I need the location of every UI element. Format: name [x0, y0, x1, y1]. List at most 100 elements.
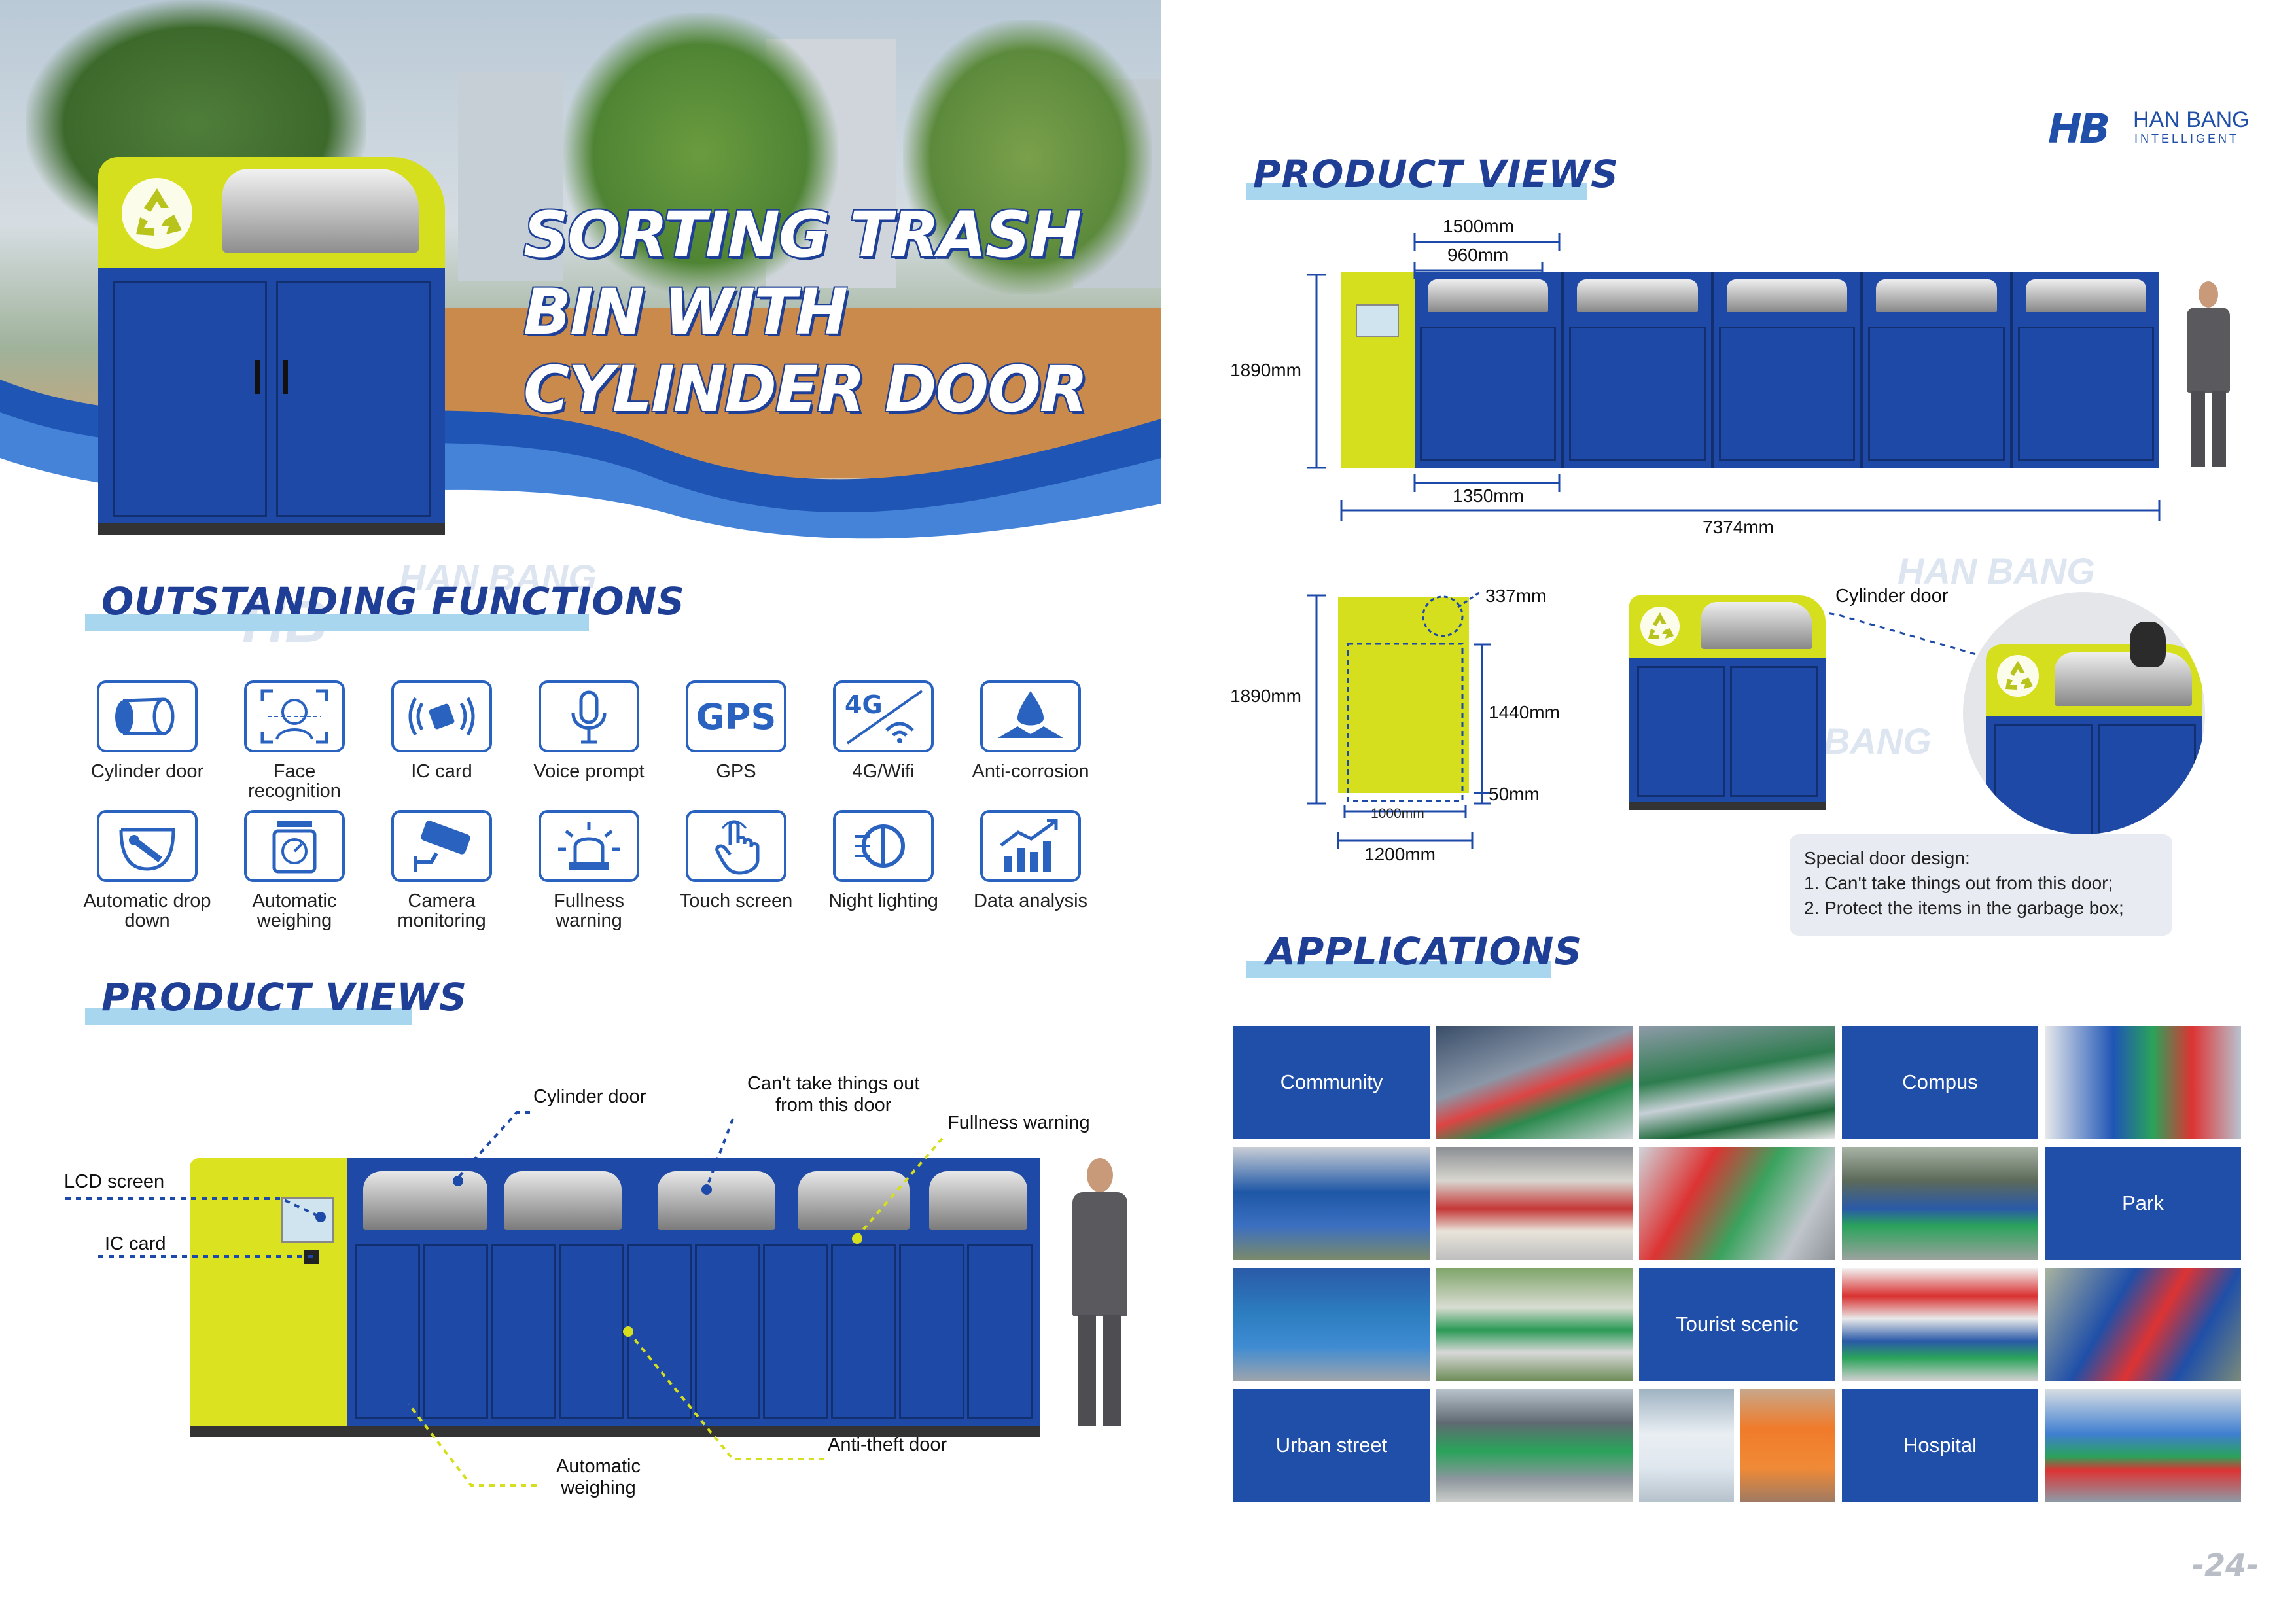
callout-cant-take-out: Can't take things out from this door [747, 1073, 920, 1116]
chart-icon [980, 810, 1081, 882]
section-underline-bar [1246, 183, 1587, 200]
bin-door-left [1637, 666, 1725, 797]
callout-cylinder-door-right: Cylinder door [1835, 586, 1949, 607]
bin-module [1863, 272, 2013, 468]
section-underline-bar [1246, 961, 1551, 978]
door-handle [283, 360, 288, 394]
watermark-text: HAN BANG [1898, 550, 2095, 591]
feature-ic-card: IC card [373, 680, 510, 781]
cylinder-door-zoom-circle [1963, 592, 2205, 834]
application-photo [1436, 1268, 1633, 1381]
product-views-right-title: PRODUCT VIEWS [1253, 152, 1619, 196]
feature-camera-monitoring: Camera monitoring [373, 810, 510, 930]
dim-960: 960mm [1447, 245, 1509, 265]
application-photo [1233, 1268, 1430, 1381]
logo-letters: HB [2048, 105, 2110, 152]
watermark-text: HAN BANG [399, 557, 597, 598]
bin-door [763, 1244, 828, 1419]
single-trash-bin-illustration [1629, 595, 1826, 811]
bin-door-right [276, 281, 431, 517]
feature-4g-wifi: 4G 4G/Wifi [815, 680, 952, 781]
bin-door [831, 1244, 896, 1419]
app-tile-community: Community [1233, 1026, 1430, 1139]
bin-door [967, 1244, 1033, 1419]
feature-automatic-weighing: Automatic weighing [226, 810, 363, 930]
4g-wifi-icon: 4G [833, 680, 934, 752]
bin-module [1564, 272, 1714, 468]
person-leg [2212, 391, 2226, 467]
person-head [2199, 281, 2218, 308]
application-photo [1740, 1389, 1835, 1502]
hero-banner: SORTING TRASH BIN WITH CYLINDER DOOR [0, 0, 1161, 563]
dim-1890-side: 1890mm [1230, 686, 1301, 706]
bin-blue-body [1986, 716, 2202, 834]
lcd-screen [281, 1197, 334, 1243]
person-figure [1063, 1158, 1135, 1433]
recycle-icon [1640, 607, 1680, 646]
feature-gps: GPS GPS [667, 680, 805, 781]
person-suit [2187, 308, 2230, 393]
dim-7374: 7374mm [1703, 517, 1774, 537]
feature-anti-corrosion: Anti-corrosion [962, 680, 1099, 781]
bin-module-row [1415, 272, 2159, 468]
recycle-icon [122, 178, 192, 249]
application-photo [1639, 1147, 1835, 1260]
product-views-left-title: PRODUCT VIEWS [101, 975, 467, 1019]
bin-door [423, 1244, 488, 1419]
dim-1000: 1000mm [1371, 806, 1424, 821]
garbage-bag [2130, 622, 2166, 667]
bin-cylinder-door [2055, 652, 2192, 706]
bin-door [899, 1244, 964, 1419]
callout-fullness-warning: Fullness warning [947, 1112, 1090, 1133]
camera-icon [391, 810, 492, 882]
application-photo [1233, 1147, 1430, 1260]
feature-voice-prompt: Voice prompt [520, 680, 658, 781]
bin-cylinder-door [1701, 602, 1812, 649]
application-photo [2045, 1268, 2241, 1381]
feature-data-analysis: Data analysis [962, 810, 1099, 911]
application-photo [1436, 1147, 1633, 1260]
gps-text-icon: GPS [686, 680, 786, 752]
application-photo [1842, 1147, 2038, 1260]
bin-door-left [1994, 724, 2093, 834]
application-photo [1639, 1026, 1835, 1139]
feature-touch-screen: Touch screen [667, 810, 805, 911]
bin-door [355, 1244, 420, 1419]
bin-door-right [2098, 724, 2196, 834]
long-trash-bin-front-view [1341, 272, 2159, 468]
callout-anti-theft-door: Anti-theft door [828, 1434, 947, 1455]
logo-name: HAN BANG [2133, 107, 2250, 132]
bin-door [695, 1244, 760, 1419]
face-scan-icon [244, 680, 345, 752]
water-drop-icon [980, 680, 1081, 752]
tree-shape [563, 13, 838, 294]
bin-cylinder-door [658, 1171, 775, 1230]
dim-1890-front: 1890mm [1230, 360, 1301, 380]
application-photo [1436, 1389, 1633, 1502]
bin-door-right [1730, 666, 1818, 797]
bin-cylinder-door [798, 1171, 910, 1230]
page-number: -24- [2192, 1547, 2259, 1583]
touch-hand-icon [686, 810, 786, 882]
functions-section-title: OUTSTANDING FUNCTIONS [101, 579, 685, 624]
section-underline-bar [85, 1008, 412, 1025]
person-figure [2179, 281, 2238, 468]
bin-door-left [113, 281, 267, 517]
bin-cylinder-door [363, 1171, 487, 1230]
application-photo [1639, 1389, 1734, 1502]
nfc-card-icon [391, 680, 492, 752]
dim-50: 50mm [1489, 784, 1540, 804]
special-door-note: Special door design: 1. Can't take thing… [1790, 834, 2172, 936]
cylinder-icon [97, 680, 198, 752]
app-tile-hospital: Hospital [1842, 1389, 2038, 1502]
bin-module [2013, 272, 2159, 468]
dim-1200: 1200mm [1364, 844, 1436, 864]
dim-1350: 1350mm [1453, 485, 1524, 506]
feature-night-lighting: Night lighting [815, 810, 952, 911]
person-leg [2191, 391, 2205, 467]
application-photo [1436, 1026, 1633, 1139]
bin-base [1629, 802, 1826, 810]
dim-1500: 1500mm [1443, 216, 1514, 236]
callout-lines-left [65, 1111, 944, 1487]
